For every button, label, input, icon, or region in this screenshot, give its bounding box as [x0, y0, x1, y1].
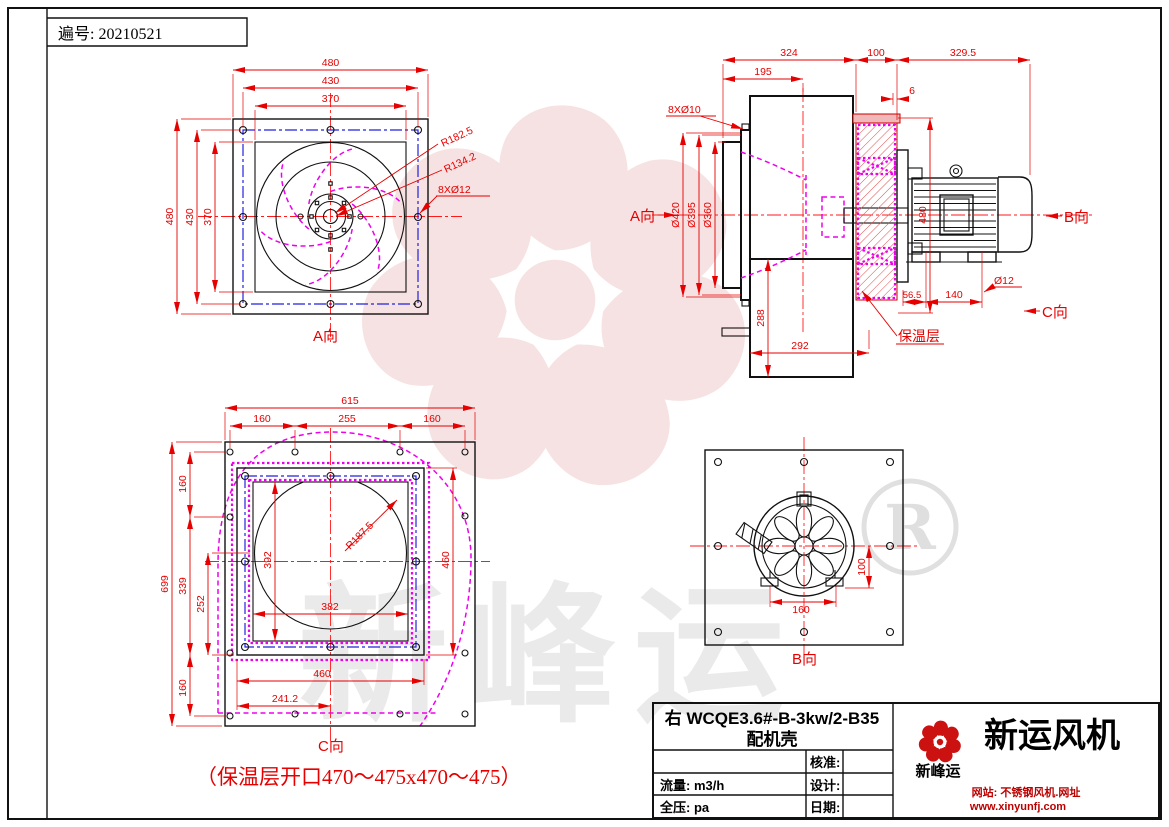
- dim-c-699: 699: [159, 575, 171, 593]
- dim-a-480-left: 480: [164, 208, 176, 226]
- border-frame: [7, 7, 1162, 820]
- dim-side-288: 288: [755, 309, 767, 327]
- flow-label: 流量: m3/h: [660, 778, 724, 793]
- dim-side-d12: Ø12: [994, 275, 1014, 287]
- product-title-line1: 右 WCQE3.6#-B-3kw/2-B35: [665, 708, 879, 728]
- dim-side-195: 195: [754, 66, 772, 78]
- dim-b-100: 100: [856, 558, 868, 576]
- b-view-terminal-box: [735, 521, 773, 555]
- side-view-c-label: C向: [1042, 304, 1068, 321]
- dim-a-430-left: 430: [184, 208, 196, 226]
- website-line1: 网站: 不锈钢风机.网址: [972, 785, 1081, 799]
- dim-side-100: 100: [867, 47, 885, 59]
- side-view-dimensions: 324 100 329.5 195 6 8XØ10 Ø420 Ø395 Ø360…: [666, 47, 1031, 377]
- b-view: 100 160 B向: [690, 437, 918, 668]
- a-view-label: A向: [313, 328, 338, 345]
- dim-c-382: 382: [321, 601, 339, 613]
- watermark-brand-text: 新峰运: [298, 572, 802, 740]
- dim-c-255: 255: [338, 413, 356, 425]
- brand-name-small: 新峰运: [915, 762, 960, 780]
- dim-c-160b: 160: [423, 413, 441, 425]
- company-logo-icon: [917, 720, 963, 765]
- dim-a-holes: 8XØ12: [438, 184, 471, 196]
- a-view-hub-holes: [297, 181, 364, 252]
- b-view-dimensions: 100 160: [769, 546, 874, 616]
- designed-label: 设计:: [810, 778, 840, 793]
- c-view: 615 160 255 160 699 160 339 252 160 392 …: [159, 395, 490, 755]
- c-view-frame-holes: [240, 471, 421, 652]
- dim-side-480: 480: [917, 206, 929, 224]
- side-view-a-label: A向: [630, 208, 655, 225]
- approved-label: 核准:: [810, 755, 840, 770]
- c-view-label: C向: [318, 738, 344, 755]
- side-view: 324 100 329.5 195 6 8XØ10 Ø420 Ø395 Ø360…: [630, 47, 1092, 378]
- dim-c-radius: R187.5: [344, 520, 377, 553]
- b-view-label: B向: [792, 651, 817, 668]
- dim-side-holes: 8XØ10: [668, 104, 701, 116]
- c-view-plate-holes: [226, 448, 469, 720]
- dim-c-392: 392: [262, 551, 274, 569]
- dim-c-left-160b: 160: [177, 679, 189, 697]
- dim-b-160: 160: [792, 604, 810, 616]
- c-view-dimensions: 615 160 255 160 699 160 339 252 160 392 …: [159, 395, 476, 727]
- dim-side-56p5: 56.5: [903, 290, 922, 301]
- product-title-line2: 配机壳: [747, 729, 798, 749]
- side-view-inlet-cone: [740, 151, 845, 279]
- dim-a-370-top: 370: [322, 93, 340, 105]
- dim-side-d395: Ø395: [686, 202, 698, 228]
- dim-c-460h: 460: [313, 668, 331, 680]
- date-label: 日期:: [810, 800, 840, 815]
- dim-side-140: 140: [945, 289, 963, 301]
- dim-side-d360: Ø360: [702, 202, 714, 228]
- dim-a-480-top: 480: [322, 57, 340, 69]
- dim-a-radius-outer: R182.5: [439, 124, 475, 149]
- dim-side-329p5: 329.5: [950, 47, 976, 59]
- watermark-registered-icon: R: [861, 478, 959, 576]
- a-view-impeller: [255, 141, 406, 292]
- insulation-note: （保温层开口470～475x470～475）: [196, 765, 522, 789]
- b-view-motor-rear: [735, 491, 855, 597]
- side-view-insulation: [852, 113, 901, 301]
- dim-c-left-160a: 160: [177, 475, 189, 493]
- dim-c-339: 339: [177, 577, 189, 595]
- dim-side-292: 292: [791, 340, 809, 352]
- b-view-feet: [760, 570, 844, 587]
- dim-c-460v: 460: [440, 551, 452, 569]
- side-view-b-label: B向: [1064, 209, 1089, 226]
- dim-c-160a: 160: [253, 413, 271, 425]
- a-view-blades: [258, 147, 403, 286]
- title-block: 右 WCQE3.6#-B-3kw/2-B35 配机壳 核准: 设计: 日期: 流…: [652, 702, 1160, 819]
- dim-c-241p2: 241.2: [272, 693, 298, 705]
- dim-side-324: 324: [780, 47, 798, 59]
- pressure-label: 全压: pa: [659, 800, 710, 815]
- doc-number: 遍号: 20210521: [58, 25, 162, 43]
- watermark-registered-letter: R: [884, 491, 936, 564]
- website-line2: www.xinyunfj.com: [969, 801, 1066, 813]
- insulation-label: 保温层: [898, 328, 940, 344]
- watermark-flower-logo: [348, 105, 758, 507]
- dim-c-252: 252: [195, 595, 207, 613]
- b-view-plate-holes: [713, 457, 895, 637]
- dim-a-430-top: 430: [322, 75, 340, 87]
- doc-number-box: 遍号: 20210521: [47, 17, 248, 47]
- b-view-fan-grille: [763, 505, 845, 587]
- dim-side-6: 6: [909, 85, 915, 97]
- brand-name-large: 新运风机: [984, 717, 1120, 755]
- dim-a-370-left: 370: [202, 208, 214, 226]
- dim-c-615: 615: [341, 395, 359, 407]
- side-view-direction-labels: A向 B向 C向: [630, 208, 1089, 321]
